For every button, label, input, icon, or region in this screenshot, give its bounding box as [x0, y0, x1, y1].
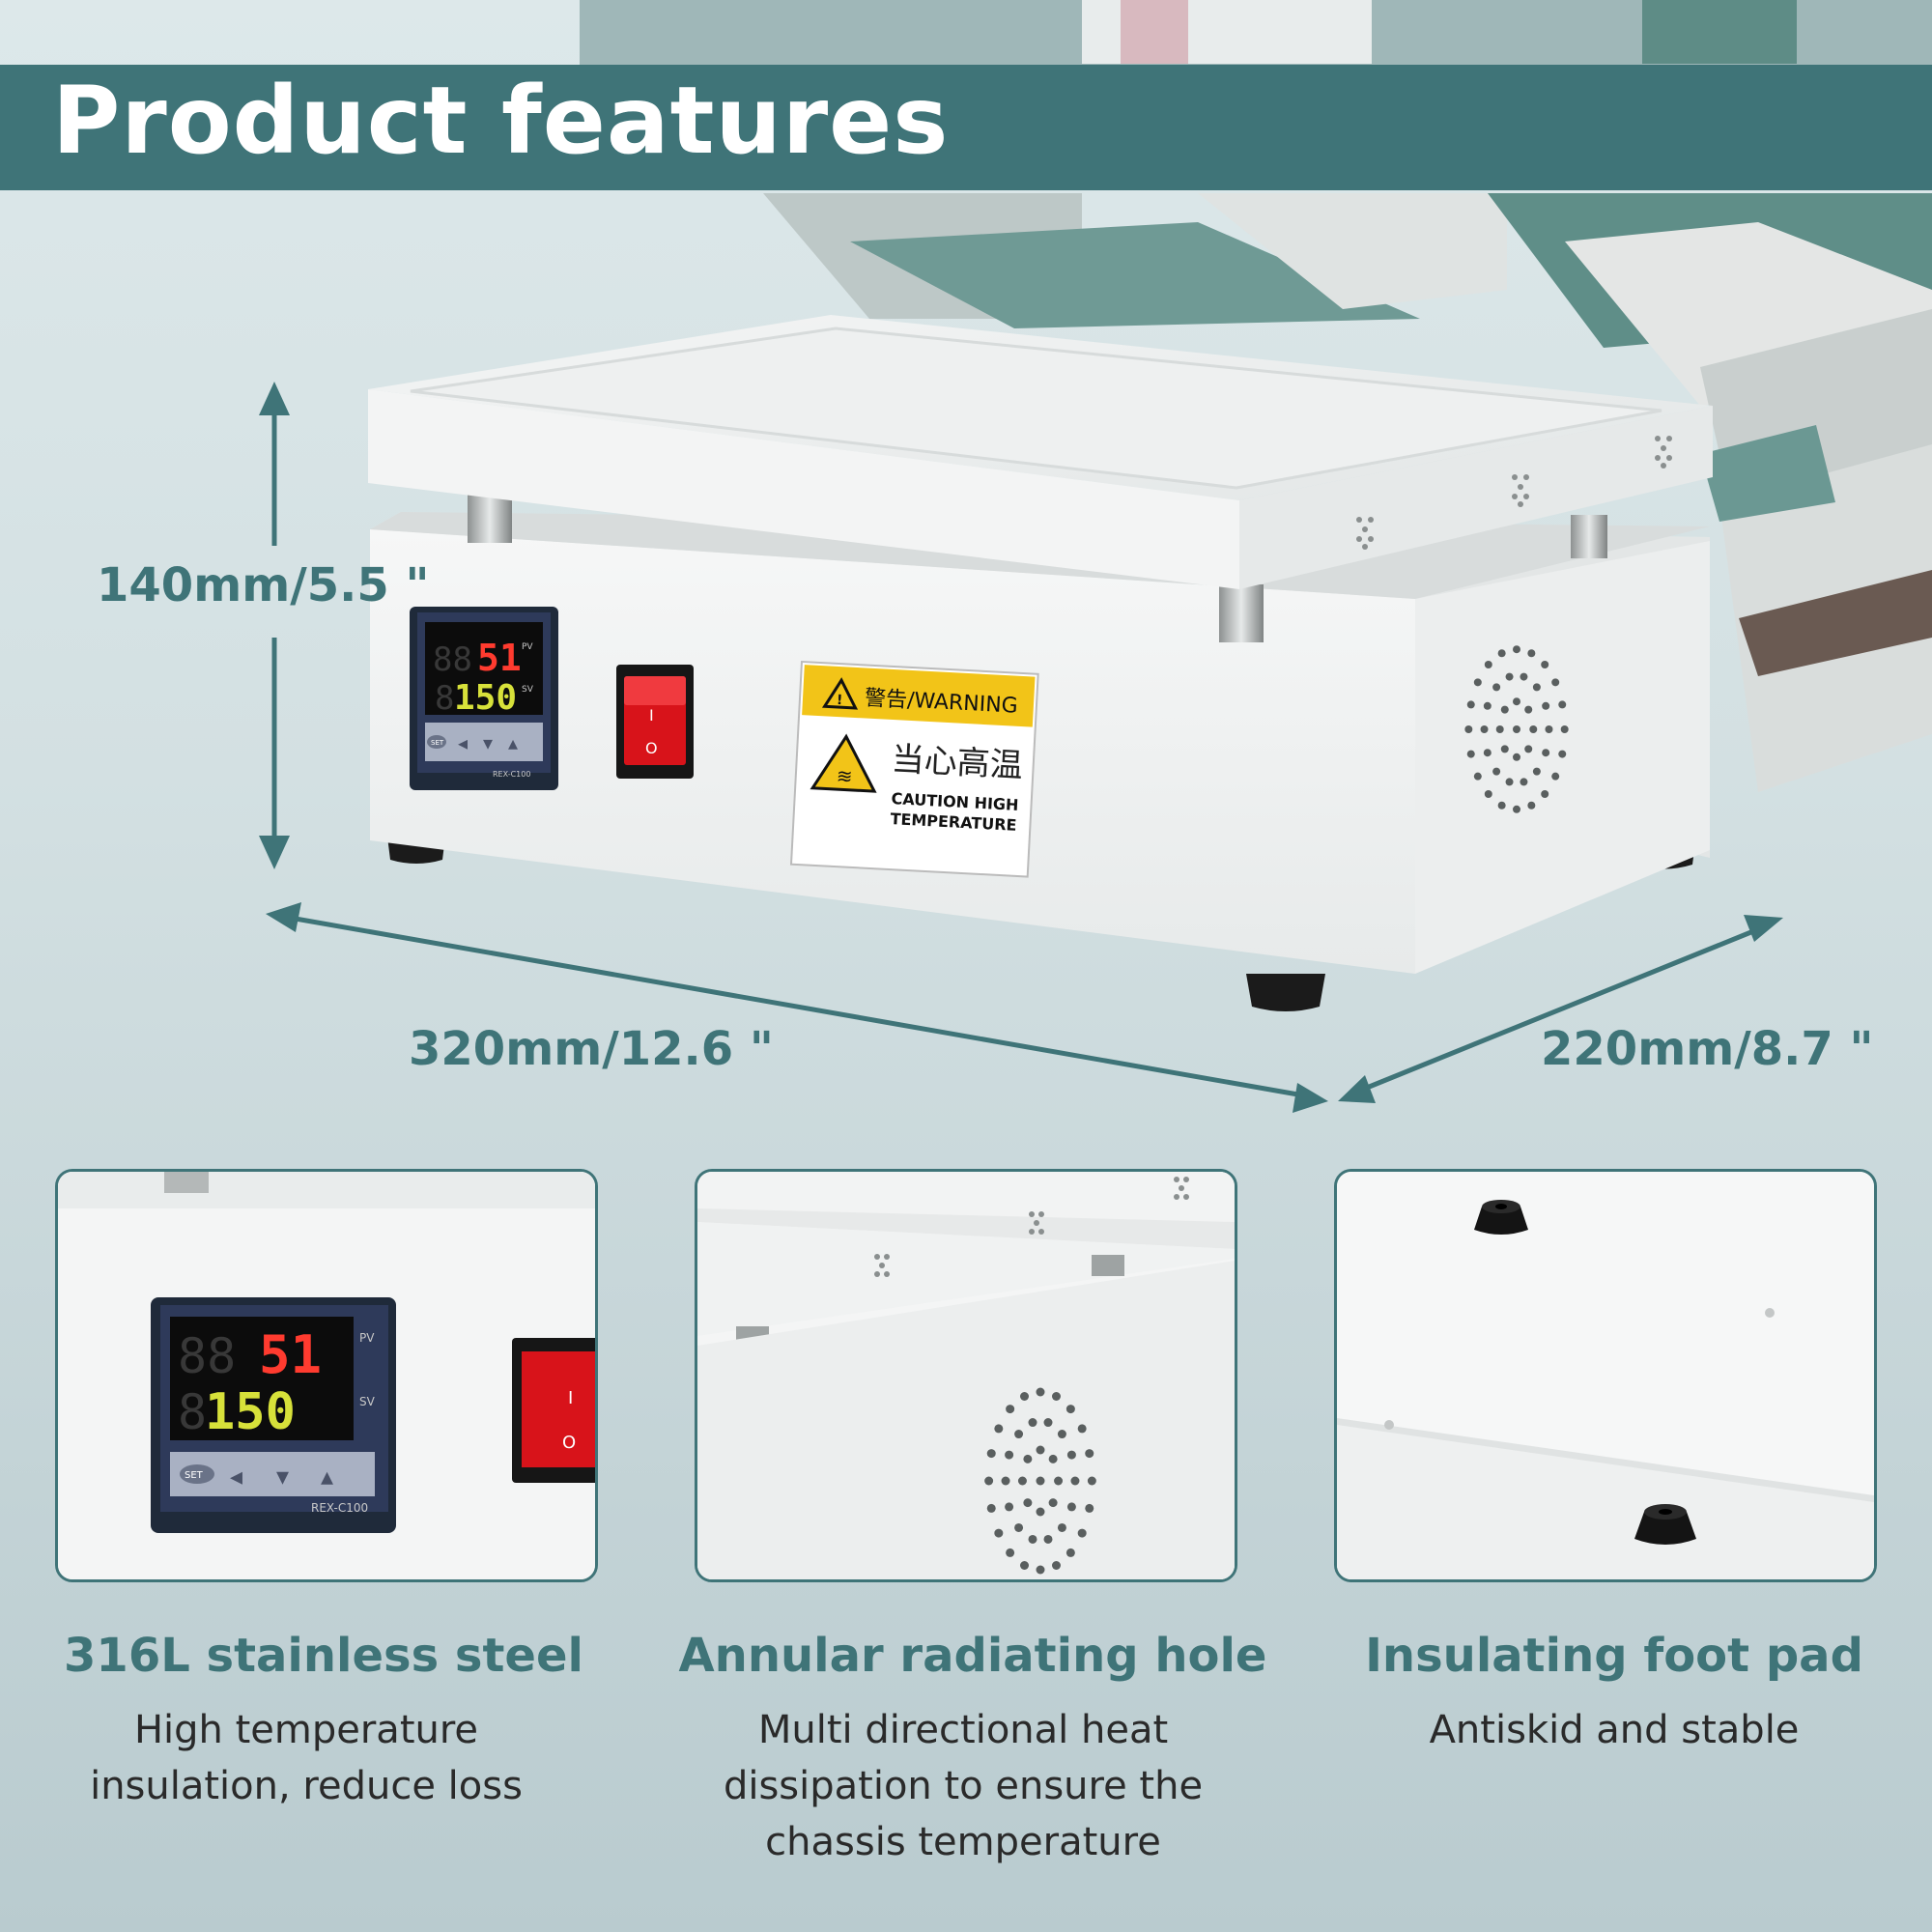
svg-text:◂: ◂	[458, 731, 468, 754]
svg-text:SV: SV	[359, 1395, 376, 1408]
feature-desc-stainless-steel: High temperature insulation, reduce loss	[90, 1708, 523, 1808]
svg-text:◂: ◂	[230, 1463, 242, 1492]
svg-text:REX-C100: REX-C100	[493, 770, 530, 779]
feature-desc-radiating-hole: Multi directional heat dissipation to en…	[723, 1708, 1204, 1864]
svg-text:88: 88	[178, 1328, 236, 1384]
feature-desc-foot-pad: Antiskid and stable	[1429, 1708, 1800, 1752]
svg-text:O: O	[645, 739, 658, 757]
width-arrow	[1338, 915, 1783, 1103]
svg-text:▾: ▾	[483, 731, 493, 754]
temperature-controller: 88 51 8 150 PV SV SET ◂ ▾ ▴ REX-C100	[410, 607, 558, 790]
svg-text:PV: PV	[359, 1331, 375, 1345]
svg-text:≋: ≋	[836, 764, 853, 788]
svg-text:88: 88	[433, 640, 472, 679]
svg-text:150: 150	[454, 678, 517, 718]
feature-image-foot-pad	[1334, 1169, 1877, 1582]
power-switch: I O	[616, 665, 694, 779]
svg-text:O: O	[562, 1433, 576, 1453]
warning-label: ! 警告/WARNING ≋ 当心高温 CAUTION HIGH TEMPERA…	[789, 660, 1039, 878]
radiating-holes	[1464, 645, 1569, 813]
length-arrow	[266, 902, 1328, 1113]
width-dimension-label: 220mm/8.7 "	[1541, 1022, 1874, 1076]
svg-text:SET: SET	[431, 739, 444, 747]
feature-image-controller: 88 51 8 150 PV SV SET ◂ ▾ ▴ REX-C100 I O	[55, 1169, 598, 1582]
svg-text:I: I	[649, 706, 654, 724]
feature-title-stainless-steel: 316L stainless steel	[64, 1629, 583, 1683]
feature-image-radiating-hole	[695, 1169, 1237, 1582]
page-title: Product features	[52, 67, 950, 175]
height-arrow	[259, 382, 290, 869]
svg-text:SV: SV	[522, 685, 534, 695]
svg-text:PV: PV	[522, 642, 533, 652]
svg-text:8: 8	[435, 679, 454, 718]
feature-title-foot-pad: Insulating foot pad	[1365, 1629, 1863, 1683]
feature-title-radiating-hole: Annular radiating hole	[678, 1629, 1267, 1683]
svg-text:▾: ▾	[276, 1463, 289, 1492]
svg-text:▴: ▴	[508, 731, 518, 754]
svg-text:150: 150	[205, 1383, 296, 1441]
length-dimension-label: 320mm/12.6 "	[409, 1022, 774, 1076]
title-banner	[0, 65, 1932, 190]
svg-text:▴: ▴	[321, 1463, 333, 1492]
svg-text:51: 51	[259, 1324, 322, 1385]
svg-text:当心高温: 当心高温	[891, 740, 1024, 785]
svg-text:SET: SET	[185, 1470, 204, 1481]
svg-text:I: I	[568, 1388, 573, 1408]
height-dimension-label: 140mm/5.5 "	[97, 558, 430, 612]
svg-text:REX-C100: REX-C100	[311, 1501, 368, 1515]
svg-text:8: 8	[178, 1384, 207, 1440]
svg-text:!: !	[837, 693, 843, 708]
svg-text:51: 51	[477, 637, 522, 679]
